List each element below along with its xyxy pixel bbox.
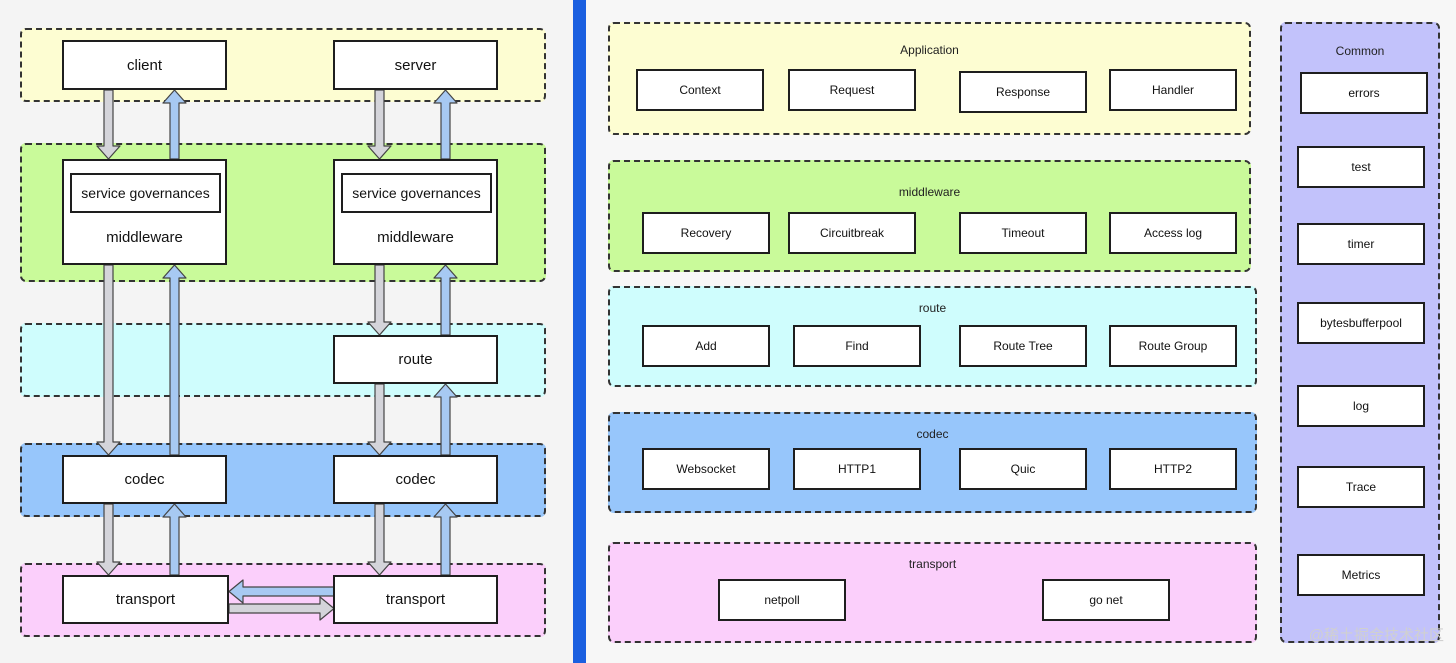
band-codec: codec Websocket HTTP1 Quic HTTP2 bbox=[608, 412, 1257, 513]
arrow-middleware-to-codec-left bbox=[96, 264, 121, 456]
mw-item-circuitbreak: Circuitbreak bbox=[788, 212, 916, 254]
route-item-route-tree: Route Tree bbox=[959, 325, 1087, 367]
middleware-label-left: middleware bbox=[106, 229, 183, 246]
left-panel: client server service governances middle… bbox=[0, 0, 573, 663]
arrow-route-to-middleware bbox=[433, 264, 458, 336]
watermark-text: @稀土掘金技术社区 bbox=[1308, 627, 1444, 644]
common-item-metrics: Metrics bbox=[1297, 554, 1425, 596]
arrow-client-to-middleware bbox=[96, 89, 121, 160]
middleware-box-right: service governances middleware bbox=[333, 159, 498, 265]
service-governances-box-left: service governances bbox=[70, 173, 221, 213]
arrow-transport-left-to-right bbox=[228, 596, 335, 621]
band-route: route Add Find Route Tree Route Group bbox=[608, 286, 1257, 387]
band-transport: transport netpoll go net bbox=[608, 542, 1257, 643]
route-item-route-group: Route Group bbox=[1109, 325, 1237, 367]
common-item-bytesbufferpool: bytesbufferpool bbox=[1297, 302, 1425, 344]
band-middleware: middleware Recovery Circuitbreak Timeout… bbox=[608, 160, 1251, 272]
band-title-middleware: middleware bbox=[898, 185, 961, 199]
server-box: server bbox=[333, 40, 498, 90]
transport-item-go-net: go net bbox=[1042, 579, 1170, 621]
arrow-transport-to-codec-left bbox=[162, 503, 187, 576]
route-item-add: Add bbox=[642, 325, 770, 367]
app-item-response: Response bbox=[959, 71, 1087, 113]
band-title-transport: transport bbox=[908, 557, 957, 571]
arrow-server-to-middleware bbox=[367, 89, 392, 160]
mw-item-timeout: Timeout bbox=[959, 212, 1087, 254]
band-title-common: Common bbox=[1335, 44, 1385, 58]
band-title-route: route bbox=[918, 301, 947, 315]
arrow-codec-to-middleware-left bbox=[162, 264, 187, 456]
common-item-errors: errors bbox=[1300, 72, 1428, 114]
arrow-middleware-to-client bbox=[162, 89, 187, 160]
common-item-test: test bbox=[1297, 146, 1425, 188]
band-application: Application Context Request Response Han… bbox=[608, 22, 1251, 135]
codec-item-http2: HTTP2 bbox=[1109, 448, 1237, 490]
app-item-handler: Handler bbox=[1109, 69, 1237, 111]
transport-box-left: transport bbox=[62, 575, 229, 624]
transport-box-right: transport bbox=[333, 575, 498, 624]
client-box: client bbox=[62, 40, 227, 90]
arrow-codec-to-transport-right bbox=[367, 503, 392, 576]
right-panel: Application Context Request Response Han… bbox=[586, 0, 1456, 663]
arrow-transport-to-codec-right bbox=[433, 503, 458, 576]
transport-item-netpoll: netpoll bbox=[718, 579, 846, 621]
common-item-trace: Trace bbox=[1297, 466, 1425, 508]
codec-box-left: codec bbox=[62, 455, 227, 504]
divider-bar bbox=[573, 0, 586, 663]
route-item-find: Find bbox=[793, 325, 921, 367]
flow-arrows bbox=[96, 89, 458, 621]
route-box: route bbox=[333, 335, 498, 384]
band-title-application: Application bbox=[900, 43, 959, 57]
mw-item-access-log: Access log bbox=[1109, 212, 1237, 254]
codec-item-websocket: Websocket bbox=[642, 448, 770, 490]
arrow-codec-to-transport-left bbox=[96, 503, 121, 576]
arrow-route-to-codec bbox=[367, 383, 392, 456]
middleware-box-left: service governances middleware bbox=[62, 159, 227, 265]
app-item-context: Context bbox=[636, 69, 764, 111]
app-item-request: Request bbox=[788, 69, 916, 111]
band-common: Common errors test timer bytesbufferpool… bbox=[1280, 22, 1440, 643]
codec-item-quic: Quic bbox=[959, 448, 1087, 490]
mw-item-recovery: Recovery bbox=[642, 212, 770, 254]
arrow-transport-right-to-left bbox=[228, 579, 335, 604]
codec-item-http1: HTTP1 bbox=[793, 448, 921, 490]
common-item-log: log bbox=[1297, 385, 1425, 427]
arrow-codec-to-route bbox=[433, 383, 458, 456]
common-item-timer: timer bbox=[1297, 223, 1425, 265]
arrow-middleware-to-server bbox=[433, 89, 458, 160]
codec-box-right: codec bbox=[333, 455, 498, 504]
arrow-middleware-to-route bbox=[367, 264, 392, 336]
band-title-codec: codec bbox=[916, 427, 949, 441]
middleware-label-right: middleware bbox=[377, 229, 454, 246]
service-governances-box-right: service governances bbox=[341, 173, 492, 213]
